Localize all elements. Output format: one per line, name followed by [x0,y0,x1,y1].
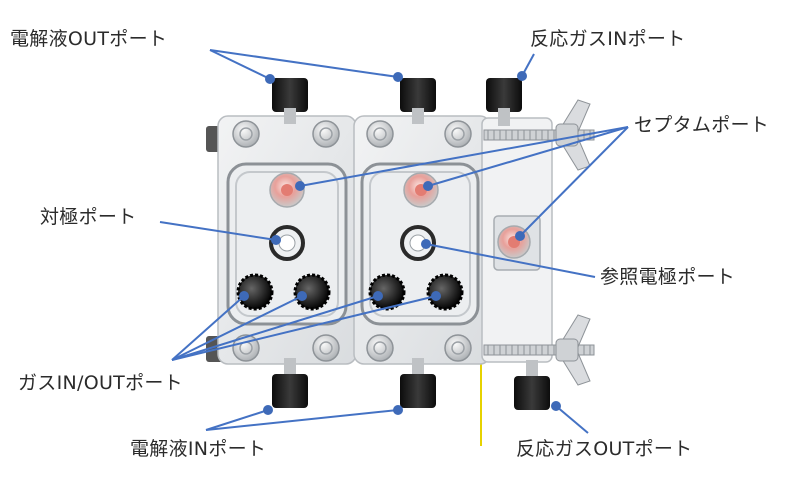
knob-reactant-gas-out [514,360,550,410]
label-septum: セプタムポート [634,114,770,136]
label-counter-electrode: 対極ポート [40,206,137,228]
label-electrolyte-out: 電解液OUTポート [10,28,168,50]
leader-lines [159,49,629,434]
septum-port-left [269,172,305,208]
knob-electrolyte-in-middle [400,358,436,408]
knob-electrolyte-out-left [272,78,308,124]
wing-nut-top [555,99,591,171]
counter-electrode-port [269,225,305,261]
knob-reactant-gas-in [486,78,522,126]
label-gas-in-out: ガスIN/OUTポート [18,372,183,394]
label-reactant-gas-out: 反応ガスOUTポート [516,438,693,460]
label-reference-electrode: 参照電極ポート [600,266,736,288]
wing-nut-bottom [555,314,591,386]
septum-port-middle [403,172,439,208]
label-electrolyte-in: 電解液INポート [130,438,267,460]
label-reactant-gas-in: 反応ガスINポート [530,28,686,50]
knob-electrolyte-out-middle [400,78,436,124]
knob-electrolyte-in-left [272,358,308,408]
corner-screws [232,120,472,362]
leader-dots [239,71,561,415]
